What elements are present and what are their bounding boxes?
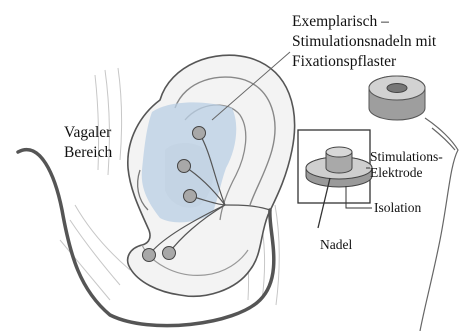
electrode-dot (143, 249, 156, 262)
isolation-label: Isolation (374, 200, 421, 215)
annotation-vagal: Vagaler Bereich (64, 124, 112, 161)
exemplar-label-line3: Fixationspflaster (292, 53, 397, 70)
electrode-dot (178, 160, 191, 173)
electrode-label-line1: Stimulations- (370, 149, 443, 164)
electrode-dot (163, 247, 176, 260)
annotation-electrode: Stimulations- Elektrode (370, 149, 443, 180)
electrode-dot (193, 127, 206, 140)
exemplar-label-line1: Exemplarisch – (292, 13, 389, 30)
vagal-label-line1: Vagaler (64, 124, 112, 141)
ear-illustration (60, 55, 295, 305)
electrode-label-line2: Elektrode (370, 165, 422, 180)
electrode-detail-icon (298, 130, 372, 228)
electrode-dot (184, 190, 197, 203)
needle-label: Nadel (320, 237, 352, 252)
annotation-exemplar: Exemplarisch – Stimulationsnadeln mit Fi… (292, 13, 437, 70)
exemplar-label-line2: Stimulationsnadeln mit (292, 33, 437, 50)
vagal-label-line2: Bereich (64, 144, 112, 161)
